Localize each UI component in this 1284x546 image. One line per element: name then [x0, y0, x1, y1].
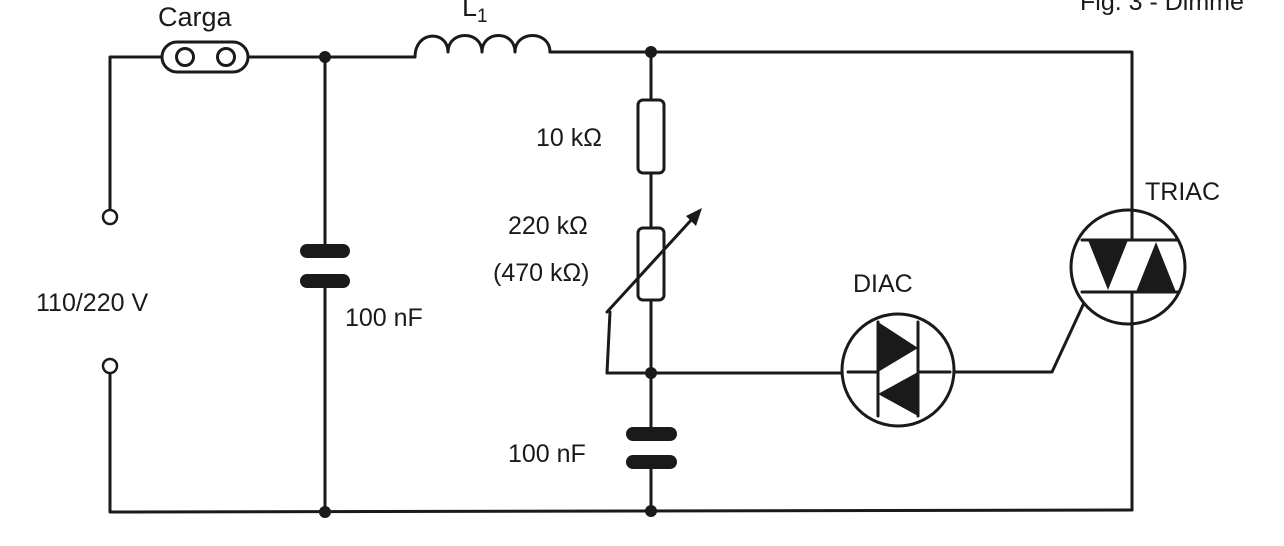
- svg-text:1: 1: [477, 6, 488, 27]
- junction-dot: [319, 51, 331, 63]
- label-cap-timing: 100 nF: [508, 440, 586, 468]
- label-resistor-10k: 10 kΩ: [536, 124, 602, 152]
- junction-dot: [319, 506, 331, 518]
- wire-diac-gate: [953, 288, 1092, 374]
- junction-dot: [645, 367, 657, 379]
- junction-dot: [645, 46, 657, 58]
- inductor-symbol: [413, 34, 552, 59]
- label-load: Carga: [158, 2, 233, 32]
- diac-symbol: [840, 312, 956, 428]
- wire-top-rail: [548, 50, 1134, 217]
- junction-dot: [645, 505, 657, 517]
- resistor-10k-symbol: [636, 98, 666, 175]
- capacitor-filter-symbol: [300, 244, 350, 288]
- label-triac: TRIAC: [1145, 178, 1220, 206]
- wire-bottom-rail: [108, 370, 1134, 514]
- label-supply-voltage: 110/220 V: [36, 289, 148, 317]
- load-symbol: [160, 40, 250, 74]
- label-potentiometer: 220 kΩ: [508, 212, 588, 240]
- label-cap-filter: 100 nF: [345, 304, 423, 332]
- triac-symbol: [1069, 208, 1187, 326]
- wire-wiper-diac: [605, 310, 847, 375]
- svg-text:L: L: [462, 0, 477, 22]
- supply-terminal-bottom: [101, 357, 119, 375]
- potentiometer-symbol: [605, 208, 702, 314]
- figure-caption: Fig. 3 - Dimme: [1080, 0, 1244, 16]
- supply-terminal-top: [101, 208, 119, 226]
- capacitor-timing-symbol: [626, 427, 677, 469]
- wire-left-top: [108, 55, 167, 212]
- label-potentiometer-alt: (470 kΩ): [493, 259, 590, 287]
- label-inductor: L 1: [462, 0, 488, 27]
- label-diac: DIAC: [853, 270, 913, 298]
